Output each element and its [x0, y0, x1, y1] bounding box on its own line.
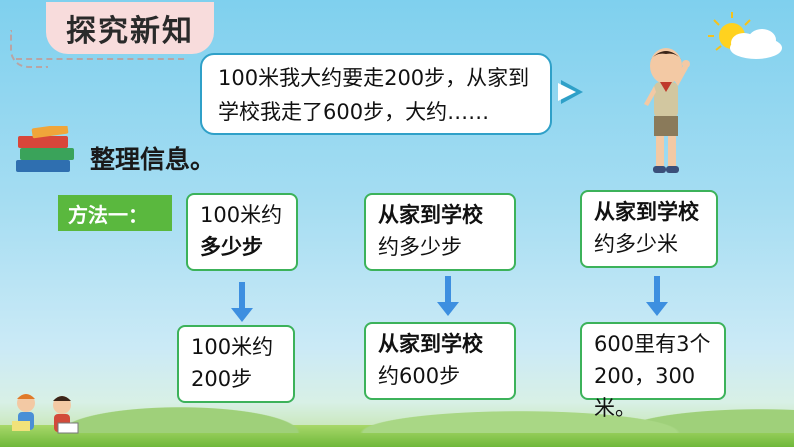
speech-line-2: 学校我走了600步，大约……	[218, 100, 490, 124]
background-hills	[0, 407, 794, 433]
question-box-2: 从家到学校 约多少步	[364, 193, 516, 271]
speech-bubble: 100米我大约要走200步，从家到 学校我走了600步，大约……	[200, 53, 552, 135]
sun-cloud-icon	[708, 12, 782, 59]
page-title: 探究新知	[66, 14, 194, 49]
question-box-3: 从家到学校 约多少米	[580, 190, 718, 268]
answer-box-1-line-1: 100米约	[191, 335, 274, 359]
title-tab: 探究新知	[46, 2, 214, 54]
question-box-3-line-2: 约多少米	[594, 232, 678, 256]
question-box-1-line-1: 100米约	[200, 203, 283, 227]
boy-illustration	[644, 48, 690, 173]
answer-box-2-line-1: 从家到学校	[378, 332, 483, 356]
method-label: 方法一：	[58, 195, 172, 231]
question-box-1-line-2: 多少步	[200, 235, 263, 259]
question-box-1: 100米约 多少步	[186, 193, 298, 271]
answer-box-1: 100米约 200步	[177, 325, 295, 403]
question-box-3-line-1: 从家到学校	[594, 200, 699, 224]
section-title: 整理信息。	[90, 145, 216, 174]
question-box-2-line-2: 约多少步	[378, 235, 462, 259]
answer-box-1-line-2: 200步	[191, 367, 253, 391]
speech-line-1: 100米我大约要走200步，从家到	[218, 66, 530, 90]
answer-box-2-line-2: 约600步	[378, 364, 461, 388]
title-dash-line	[16, 58, 184, 68]
books-icon	[16, 126, 74, 172]
reading-kids-illustration	[12, 394, 79, 434]
answer-box-3-line-1: 600里有3个	[594, 332, 711, 356]
answer-box-3: 600里有3个 200，300米。	[580, 322, 726, 420]
question-box-2-line-1: 从家到学校	[378, 203, 483, 227]
answer-box-3-line-2: 200，300米。	[594, 364, 696, 420]
answer-box-2: 从家到学校 约600步	[364, 322, 516, 400]
bubble-tail-inner	[558, 83, 576, 101]
title-dash-curve	[10, 30, 48, 68]
